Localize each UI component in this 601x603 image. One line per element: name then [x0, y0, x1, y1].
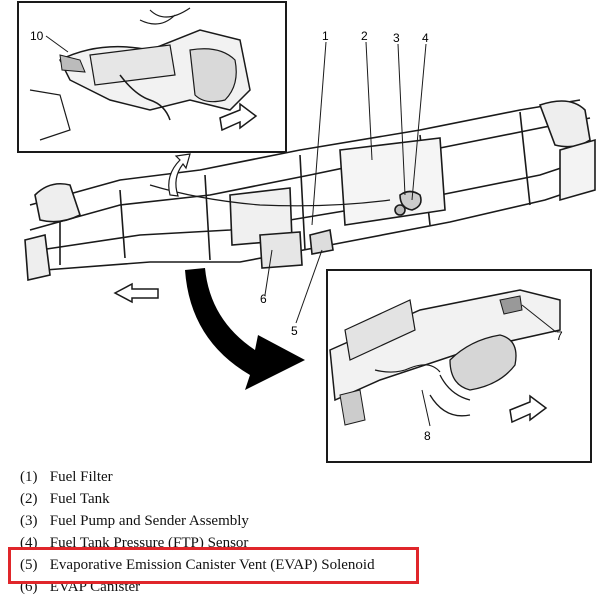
legend-label: Fuel Filter	[49, 469, 113, 485]
callout-10: 10	[30, 29, 44, 43]
callout-4: 4	[422, 31, 429, 45]
legend-label: Fuel Tank	[49, 491, 110, 507]
legend-item-3: (3) Fuel Pump and Sender Assembly	[20, 510, 249, 532]
inset-detail-top	[17, 1, 287, 153]
swoop-arrow	[185, 268, 305, 390]
curl-arrow-top	[168, 153, 191, 197]
legend-number: (1)	[20, 469, 38, 485]
callout-8: 8	[424, 429, 431, 443]
highlight-box	[8, 547, 419, 584]
legend-number: (5)	[20, 557, 38, 573]
callout-3: 3	[393, 31, 400, 45]
callout-5: 5	[291, 324, 298, 338]
legend-item-1: (1) Fuel Filter	[20, 466, 113, 488]
callout-1: 1	[322, 29, 329, 43]
legend-item-5: (5) Evaporative Emission Canister Vent (…	[20, 554, 375, 576]
callout-6: 6	[260, 292, 267, 306]
legend-item-2: (2) Fuel Tank	[20, 488, 110, 510]
direction-arrow-left	[113, 282, 159, 304]
chassis-frame	[24, 99, 596, 281]
callout-2: 2	[361, 29, 368, 43]
inset-detail-bottom	[326, 269, 592, 463]
legend-number: (3)	[20, 513, 38, 529]
legend-label: Evaporative Emission Canister Vent (EVAP…	[49, 557, 375, 573]
legend-label: Fuel Pump and Sender Assembly	[49, 513, 249, 529]
leader-lines	[45, 35, 557, 427]
legend-number: (2)	[20, 491, 38, 507]
callout-7: 7	[556, 329, 563, 343]
